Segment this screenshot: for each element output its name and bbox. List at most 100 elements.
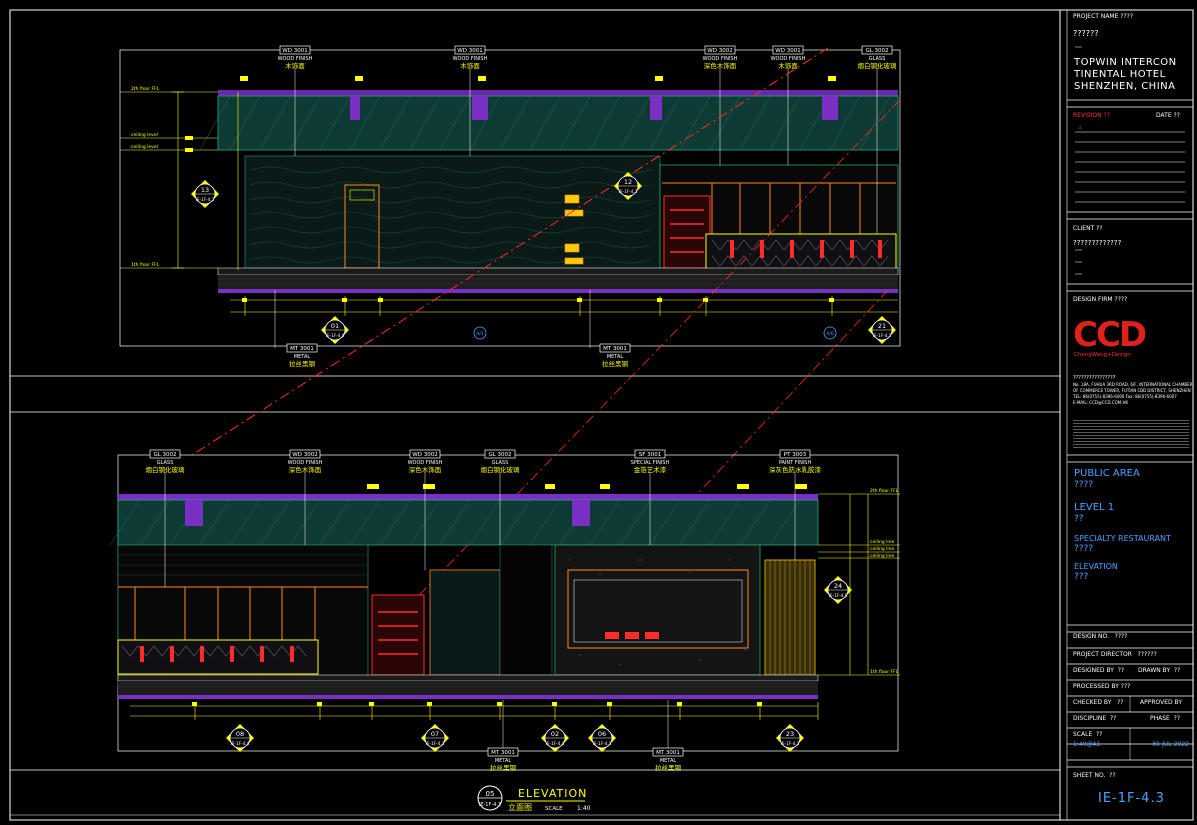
- material-desc: METAL: [660, 758, 677, 764]
- title-bubble-number: 05: [486, 790, 495, 798]
- material-tag-box: [861, 45, 893, 55]
- project-name-label: PROJECT NAME ????: [1073, 13, 1134, 20]
- level-cn: ??: [1074, 514, 1084, 524]
- firm-address-5: E-MAIL: CCD@CCD.COM.HK: [1073, 400, 1129, 405]
- material-cn: 深色木饰面: [704, 61, 737, 70]
- upper-elevation: [119, 49, 901, 348]
- room-cn: ????: [1074, 544, 1094, 554]
- material-code: MT 3001: [603, 346, 627, 352]
- material-tag-box: [652, 747, 684, 757]
- material-code: WD 3001: [775, 48, 800, 54]
- title-scale: 1:40: [577, 805, 591, 812]
- material-desc: WOOD FINISH: [408, 460, 443, 466]
- project-name-line-3: SHENZHEN, CHINA: [1074, 81, 1176, 92]
- grid-bubble: [823, 326, 837, 340]
- project-director-label: PROJECT DIRECTOR ??????: [1073, 651, 1157, 658]
- material-cn: 拉丝黑钢: [655, 763, 682, 772]
- client-value: ?????????????: [1073, 239, 1122, 247]
- section-ref: IE-1F-4.4: [231, 741, 250, 746]
- section-bubbles: 13IE-1F-4.212IE-1F-4.201IE-1F-4.421IE-1F…: [191, 172, 896, 752]
- ccd-logo: CCD: [1073, 315, 1147, 355]
- material-tag-box: [487, 747, 519, 757]
- title-bubble-ref: IE-1F-4.3: [479, 802, 501, 808]
- section-number: 24: [834, 582, 842, 590]
- approved-by-label: APPROVED BY: [1140, 699, 1183, 706]
- section-cut-line: [191, 47, 829, 456]
- material-code: MT 3001: [290, 346, 314, 352]
- material-code: WD 3001: [457, 48, 482, 54]
- section-number: 06: [598, 730, 606, 738]
- material-code: WD 3002: [707, 48, 732, 54]
- section-ref: IE-1F-4.2: [619, 189, 638, 194]
- material-cn: 深色木饰面: [289, 465, 322, 474]
- level-label: LEVEL 1: [1074, 502, 1115, 513]
- level-label: ceiling line: [870, 539, 894, 545]
- firm-address-3: OF COMMERCE TOWER, FUTIAN CBD DISTRICT, …: [1073, 388, 1191, 393]
- grid-bubble: [473, 326, 487, 340]
- level-label: ceiling line: [870, 546, 894, 552]
- material-cn: 拉丝黑钢: [602, 359, 629, 368]
- level-label: 1th floor FFL: [870, 669, 899, 675]
- material-code: GL 3002: [865, 48, 888, 54]
- material-cn: 深色木饰面: [409, 465, 442, 474]
- level-label: ceiling level: [131, 144, 158, 150]
- level-label: 1th floor FFL: [131, 262, 160, 268]
- section-ref: IE-1F-4.2: [196, 197, 215, 202]
- section-ref: IE-1F-4.2: [873, 333, 892, 338]
- revision-warning-icon: ⚠: [1078, 123, 1083, 131]
- level-label: 2th floor FFL: [131, 86, 160, 92]
- room-label: SPECIALTY RESTAURANT: [1074, 534, 1171, 543]
- firm-address-2: No. 18A, FUHUA 3RD ROAD, 6/F, INTERNATIO…: [1073, 382, 1193, 387]
- section-number: 13: [201, 186, 209, 194]
- section-number: 23: [786, 730, 794, 738]
- checked-by-label: CHECKED BY ??: [1073, 699, 1124, 706]
- section-number: 21: [878, 322, 886, 330]
- material-desc: METAL: [294, 354, 311, 360]
- material-desc: GLASS: [869, 56, 886, 62]
- upper-level-labels: 2th floor FFL ceiling level ceiling level 1…: [131, 86, 160, 268]
- design-firm-label: DESIGN FIRM ????: [1073, 296, 1128, 303]
- material-cn: 拉丝黑钢: [289, 359, 316, 368]
- area-label: PUBLIC AREA: [1074, 468, 1140, 479]
- material-code: WD 3002: [412, 452, 437, 458]
- material-cn: 木饰面: [778, 61, 798, 70]
- material-code: WD 3002: [292, 452, 317, 458]
- material-desc: PAINT FINISH: [779, 460, 812, 466]
- drawing-title: 05 IE-1F-4.3 ELEVATION 立面图 SCALE 1:40: [477, 785, 591, 812]
- project-name-line-1: TOPWIN INTERCON: [1074, 57, 1177, 68]
- area-cn: ????: [1074, 480, 1094, 490]
- section-number: 08: [236, 730, 244, 738]
- material-code: WD 3001: [282, 48, 307, 54]
- design-no-label: DESIGN NO. ????: [1073, 633, 1128, 640]
- section-ref: IE-1F-4.3: [781, 741, 800, 746]
- material-tag-box: [286, 343, 318, 353]
- material-code: GL 3002: [153, 452, 176, 458]
- material-cn: 木饰面: [285, 61, 305, 70]
- project-name-cn: ??????: [1073, 29, 1099, 38]
- material-tag-box: [772, 45, 804, 55]
- material-desc: WOOD FINISH: [771, 56, 806, 62]
- material-code: MT 3001: [491, 750, 515, 756]
- material-desc: WOOD FINISH: [278, 56, 313, 62]
- material-tag-box: [599, 343, 631, 353]
- material-desc: WOOD FINISH: [288, 460, 323, 466]
- ccd-logo-sub: ChengWang+Design: [1074, 352, 1131, 358]
- level-label: ceiling level: [131, 132, 158, 138]
- view-cn: ???: [1074, 572, 1089, 582]
- material-tag-box: [149, 449, 181, 459]
